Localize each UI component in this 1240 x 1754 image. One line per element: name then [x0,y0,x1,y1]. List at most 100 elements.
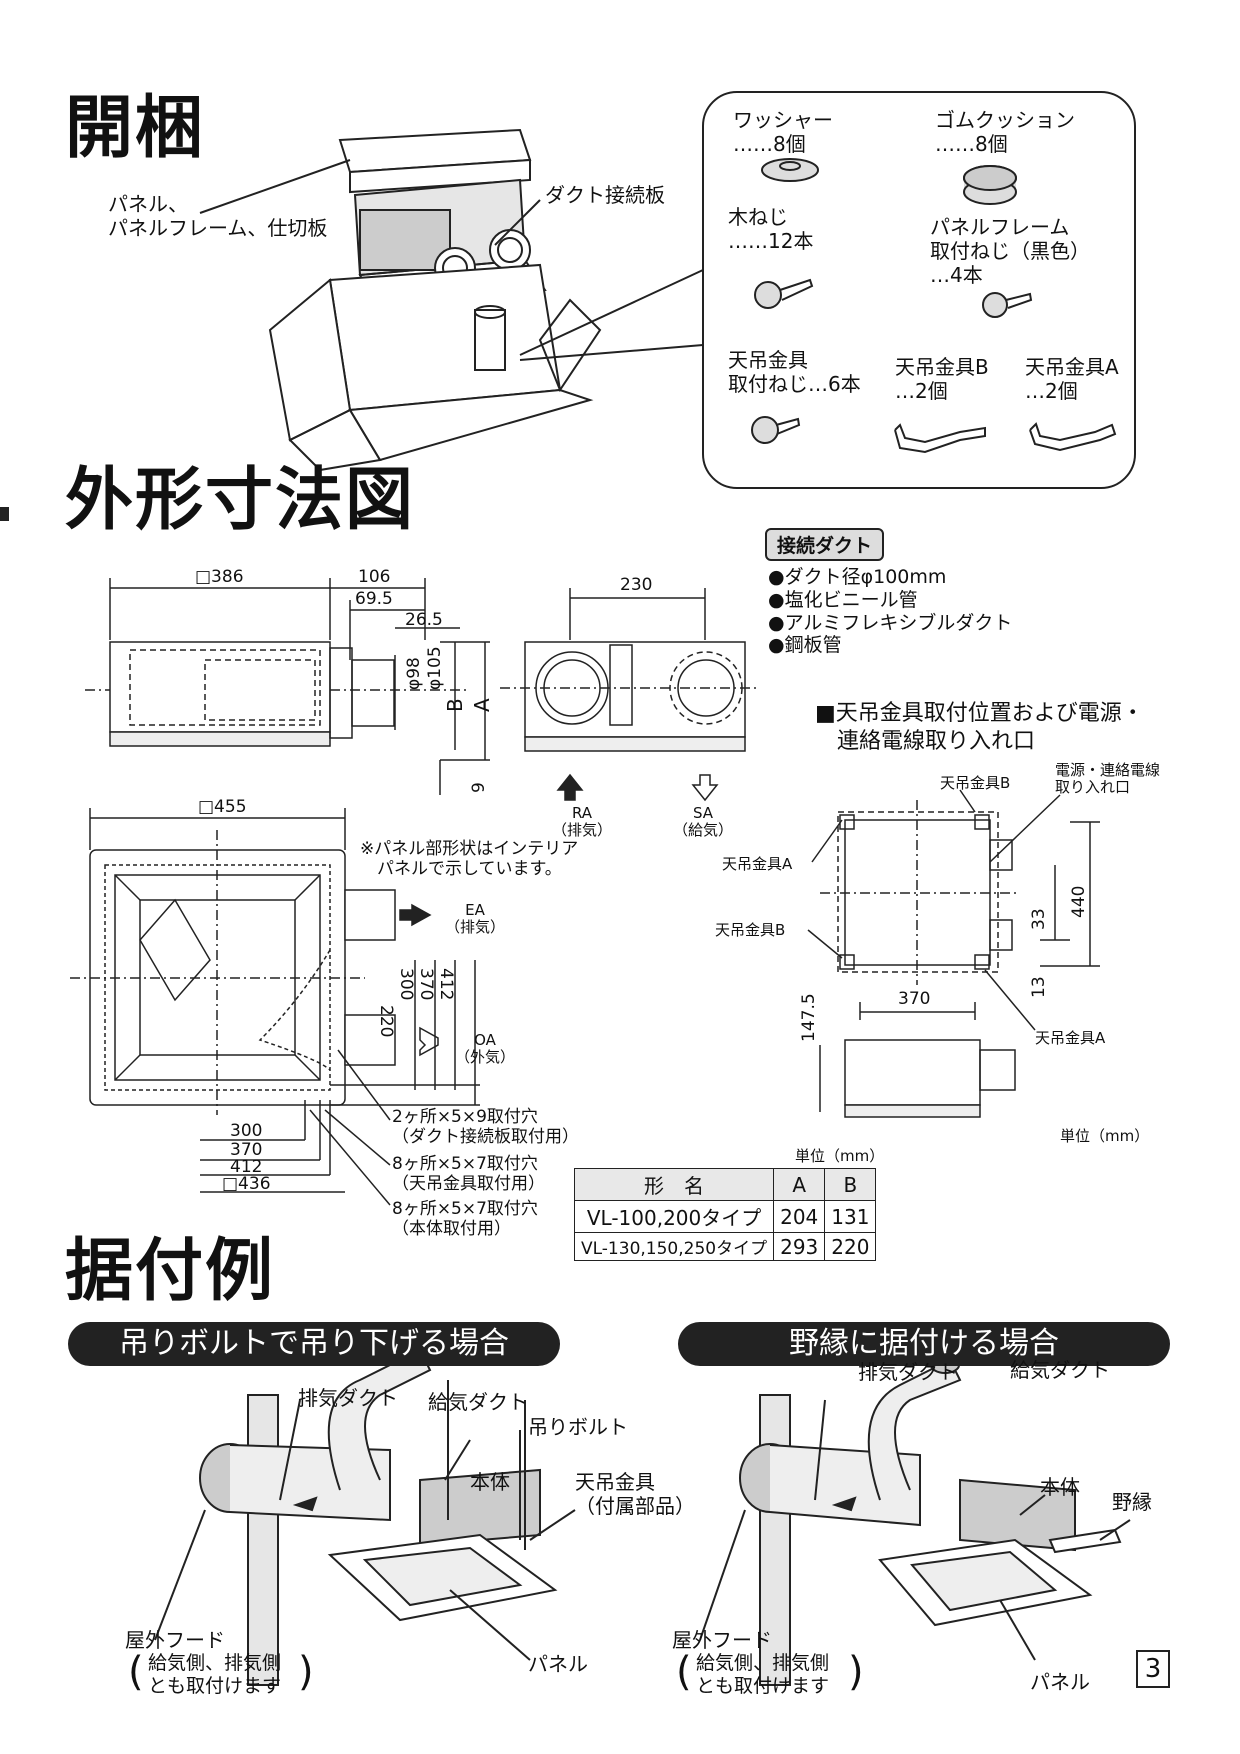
install-right-title: 野縁に据付ける場合 [678,1322,1170,1366]
header-model: 形 名 [573,1168,775,1201]
r-exhaust-duct: 排気ダクト [858,1360,958,1384]
dim-26-5: 26.5 [405,610,443,630]
dim-h370: 370 [230,1140,263,1160]
spec-table: 形 名 A B VL-100,200タイプ 204 131 VL-130,150… [573,1168,877,1261]
part-panel-frame-screw: パネルフレーム 取付ねじ（黒色） …4本 [930,215,1090,287]
plan-view-drawing [70,808,480,1206]
r-body: 本体 [1040,1475,1080,1499]
install-left-title: 吊りボルトで吊り下げる場合 [68,1322,560,1366]
dim-v370: 370 [416,968,436,1001]
part-wood-screw: 木ねじ ……12本 [728,205,814,253]
r-outdoor-hood: 屋外フード [672,1628,772,1652]
label-duct-plate: ダクト接続板 [545,183,665,207]
label-oa: OA （外気） [455,1031,516,1067]
hole-note-1: 2ヶ所×5×9取付穴 （ダクト接続板取付用） [392,1107,579,1147]
dim-b: B [443,698,467,712]
header-a: A [773,1168,826,1201]
dim-147-5: 147.5 [799,993,819,1042]
label-sa: SA （給気） [673,804,734,840]
r-paren-open: ( [676,1649,692,1695]
section-title-installation: 据付例 [65,1232,276,1311]
r-panel: パネル [1030,1670,1090,1694]
hole-note-3: 8ヶ所×5×7取付穴 （本体取付用） [392,1199,538,1239]
cell-model: VL-130,150,250タイプ [573,1232,775,1261]
front-view-drawing [500,588,760,802]
r-joist: 野縁 [1112,1490,1152,1514]
l-exhaust-duct: 排気ダクト [298,1386,398,1410]
hanger-a-right: 天吊金具A [1035,1029,1106,1047]
hanger-position-drawing [807,789,1100,1118]
header-b: B [824,1168,877,1201]
hanger-b-left: 天吊金具B [715,921,786,939]
l-paren-close: ) [298,1649,314,1695]
l-hanger-bracket: 天吊金具 （付属部品） [575,1470,695,1518]
unit-label: 単位（mm） [1060,1127,1150,1145]
l-supply-duct: 給気ダクト [428,1390,528,1414]
install-right-illustration [699,1356,1131,1686]
dim-230: 230 [620,575,653,595]
dim-v220: 220 [376,1005,396,1038]
l-hood-note: 給気側、排気側 とも取付けます [148,1652,282,1697]
panel-note: ※パネル部形状はインテリア パネルで示しています。 [360,839,579,879]
part-hanger-a: 天吊金具A …2個 [1025,355,1119,403]
dim-phi105: φ105 [425,646,445,690]
table-row: VL-130,150,250タイプ 293 220 [573,1232,877,1261]
label-ra: RA （排気） [552,804,613,840]
dim-386: □386 [195,567,244,587]
part-rubber-cushion: ゴムクッション ……8個 [935,108,1075,156]
section-title-dimensions: 外形寸法図 [65,461,416,540]
dim-455: □455 [198,797,247,817]
dim-9: 9 [469,782,489,793]
part-washer: ワッシャー ……8個 [733,108,833,156]
dim-a: A [470,698,494,712]
dim-69-5: 69.5 [355,589,393,609]
duct-item-steel: ●鋼板管 [768,634,842,657]
label-panel: パネル、 パネルフレーム、仕切板 [108,192,328,240]
l-body: 本体 [470,1470,510,1494]
cell-a: 204 [773,1200,826,1233]
hanger-section-title: ■天吊金具取付位置および電源・ 連絡電線取り入れ口 [815,701,1144,754]
l-paren-open: ( [128,1649,144,1695]
dim-33: 33 [1029,908,1049,930]
dim-370: 370 [898,989,931,1009]
cell-b: 220 [824,1232,877,1261]
l-hanging-bolt: 吊りボルト [528,1415,628,1439]
duct-tag: 接続ダクト [765,528,885,561]
r-paren-close: ) [848,1649,864,1695]
duct-item-pvc: ●塩化ビニール管 [768,588,918,611]
dim-h300: 300 [230,1121,263,1141]
hanger-b-top: 天吊金具B [940,774,1011,792]
unpacking-box-illustration [199,128,602,472]
side-view-drawing [85,578,490,795]
table-unit: 単位（mm） [795,1147,885,1165]
accessories-frame [702,91,1136,489]
duct-list: ●ダクト径φ100mm ●塩化ビニール管 ●アルミフレキシブルダクト ●鋼板管 [768,566,1012,657]
r-hood-note: 給気側、排気側 とも取付けます [696,1652,830,1697]
r-supply-duct: 給気ダクト [1010,1358,1110,1382]
duct-item-aluminum: ●アルミフレキシブルダクト [768,611,1013,634]
label-ea: EA （排気） [445,901,506,937]
cell-model: VL-100,200タイプ [573,1200,775,1233]
l-outdoor-hood: 屋外フード [125,1628,225,1652]
hole-note-2: 8ヶ所×5×7取付穴 （天吊金具取付用） [392,1154,545,1194]
part-hanger-b: 天吊金具B …2個 [895,355,989,403]
dim-13: 13 [1029,976,1049,998]
power-inlet: 電源・連絡電線 取り入れ口 [1055,761,1161,797]
table-header-row: 形 名 A B [573,1168,877,1201]
cell-a: 293 [773,1232,826,1261]
hanger-a-left: 天吊金具A [722,855,793,873]
dim-440: 440 [1069,885,1089,918]
dim-106: 106 [358,567,391,587]
section-title-unpacking: 開梱 [65,89,206,168]
page-number: 3 [1136,1650,1170,1688]
table-row: VL-100,200タイプ 204 131 [573,1200,877,1233]
install-left-illustration [154,1346,576,1686]
dim-phi98: φ98 [404,657,424,690]
dim-v300: 300 [396,968,416,1001]
dim-h412: 412 [230,1157,263,1177]
part-hanger-screw: 天吊金具 取付ねじ…6本 [728,348,861,396]
cell-b: 131 [824,1200,877,1233]
dim-h436: □436 [222,1174,271,1194]
